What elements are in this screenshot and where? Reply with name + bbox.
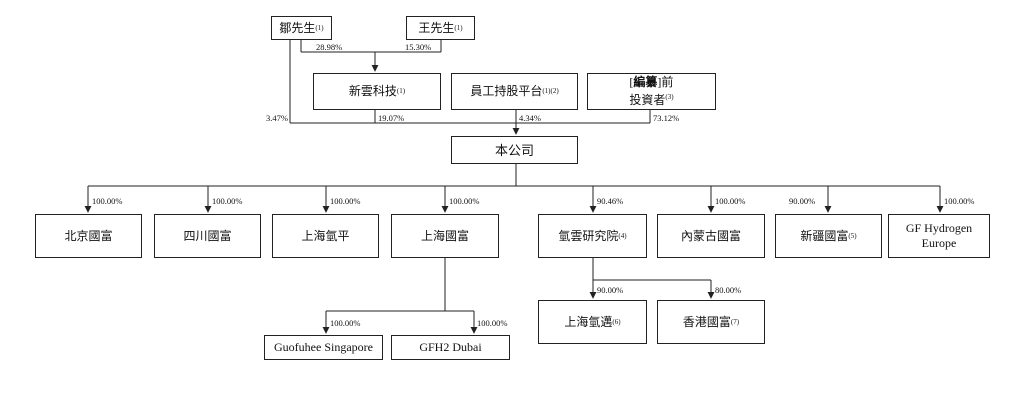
pct-sub-subsidiary: 100.00% <box>477 318 508 328</box>
subsidiary-label: 新疆國富 <box>800 228 849 243</box>
subsidiary-hydrogen-cloud-institute: 氫雲研究院(4) <box>538 214 647 258</box>
subsidiary-inner-mongolia-guofu: 內蒙古國富 <box>657 214 765 258</box>
pct-wang-in-xinyun: 15.30% <box>405 42 432 52</box>
subsidiary-label: 香港國富 <box>682 314 731 329</box>
subsidiary-label: 上海氫邁 <box>564 314 613 329</box>
pct-zou-in-company: 3.47% <box>266 113 288 123</box>
note-mark: (1) <box>396 87 406 95</box>
subsidiary-shanghai-guofu: 上海國富 <box>391 214 499 258</box>
pct-pre-investors-in-company: 73.12% <box>653 113 680 123</box>
subsidiary-label: 上海氫平 <box>301 228 350 243</box>
subsidiary-sichuan-guofu: 四川國富 <box>154 214 261 258</box>
pct-subsidiary: 100.00% <box>449 196 480 206</box>
subsidiary-gfh2-dubai: GFH2 Dubai <box>391 335 510 360</box>
entity-xinyun-tech: 新雲科技(1) <box>313 73 441 110</box>
pct-zou-in-xinyun: 28.98% <box>316 42 343 52</box>
pct-subsidiary: 100.00% <box>330 196 361 206</box>
entity-xinyun-tech-label: 新雲科技 <box>348 84 397 98</box>
pct-esop-in-company: 4.34% <box>519 113 541 123</box>
subsidiary-beijing-guofu: 北京國富 <box>35 214 142 258</box>
company-label: 本公司 <box>494 142 534 158</box>
subsidiary-label: 北京國富 <box>64 228 113 243</box>
note-mark: (1) <box>315 23 324 32</box>
subsidiary-label: GFH2 Dubai <box>419 340 482 354</box>
pct-subsidiary: 100.00% <box>212 196 243 206</box>
pct-subsidiary: 100.00% <box>715 196 746 206</box>
pct-sub-subsidiary: 100.00% <box>330 318 361 328</box>
entity-esop-platform: 員工持股平台(1)(2) <box>451 73 578 110</box>
pct-subsidiary: 90.00% <box>789 196 816 206</box>
pct-subsidiary: 100.00% <box>92 196 123 206</box>
shareholder-mr-wang-label: 王先生 <box>418 20 455 35</box>
subsidiary-label: GF Hydrogen Europe <box>905 221 973 250</box>
pct-sub-subsidiary: 90.00% <box>597 285 624 295</box>
subsidiary-label: 四川國富 <box>183 228 232 243</box>
subsidiary-label: Guofuhee Singapore <box>274 340 373 354</box>
subsidiary-hongkong-guofu: 香港國富(7) <box>657 300 765 344</box>
shareholder-mr-wang: 王先生(1) <box>406 16 475 40</box>
shareholder-mr-zou-label: 鄒先生 <box>279 20 316 35</box>
redacted-term: 編纂 <box>633 75 658 89</box>
subsidiary-xinjiang-guofu: 新疆國富(5) <box>775 214 882 258</box>
subsidiary-gf-hydrogen-europe: GF Hydrogen Europe <box>888 214 990 258</box>
bracket-open: [ <box>629 75 634 89</box>
company-box: 本公司 <box>451 136 578 164</box>
bracket-close-suffix: ]前 <box>657 75 674 89</box>
shareholder-mr-zou: 鄒先生(1) <box>271 16 332 40</box>
subsidiary-label: 上海國富 <box>420 228 469 243</box>
note-mark: (6) <box>612 317 621 326</box>
entity-pre-investors: [編纂]前 投資者(3) <box>587 73 716 110</box>
note-mark: (5) <box>848 231 857 240</box>
pct-subsidiary: 90.46% <box>597 196 624 206</box>
entity-pre-investors-text: [編纂]前 投資者(3) <box>629 75 673 108</box>
pct-xinyun-in-company: 19.07% <box>378 113 405 123</box>
entity-esop-platform-label: 員工持股平台 <box>470 84 543 98</box>
note-mark: (4) <box>618 231 627 240</box>
subsidiary-shanghai-qingmai: 上海氫邁(6) <box>538 300 647 344</box>
note-mark: (1) <box>454 23 463 32</box>
subsidiary-shanghai-qingping: 上海氫平 <box>272 214 379 258</box>
note-mark: (1)(2) <box>542 87 559 95</box>
subsidiary-label: 氫雲研究院 <box>558 228 619 243</box>
pct-subsidiary: 100.00% <box>944 196 975 206</box>
note-mark: (7) <box>730 317 740 326</box>
subsidiary-guofuhee-singapore: Guofuhee Singapore <box>264 335 383 360</box>
pre-investors-line2: 投資者 <box>629 93 666 107</box>
pct-sub-subsidiary: 80.00% <box>715 285 742 295</box>
note-mark: (3) <box>665 93 674 101</box>
subsidiary-label: 內蒙古國富 <box>680 228 741 243</box>
